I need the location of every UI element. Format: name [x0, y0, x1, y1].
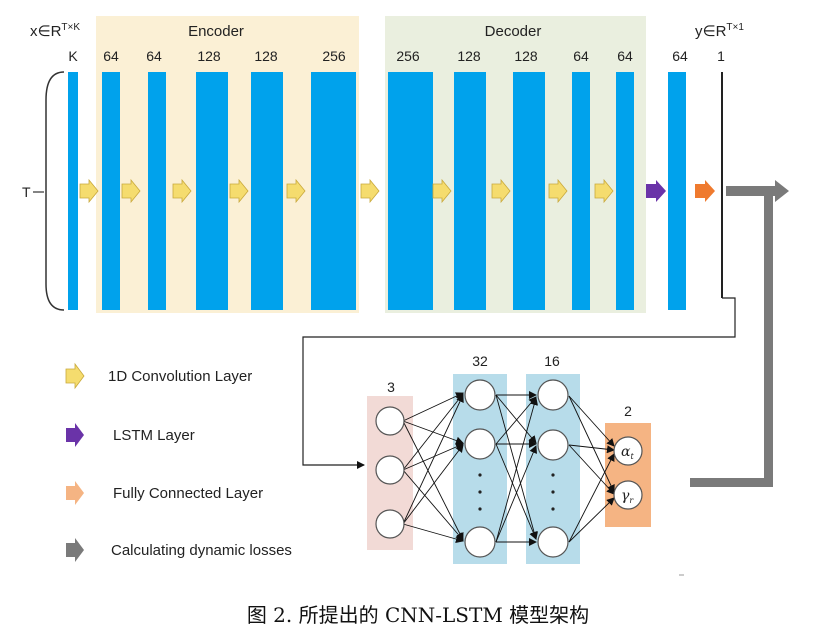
- encoder-channel-3: 128: [197, 48, 221, 64]
- conv-arrow-icon: [286, 178, 306, 204]
- encoder-channel-5: 256: [322, 48, 346, 64]
- encoder-channel-1: 64: [103, 48, 119, 64]
- mlp-hidden-1-node: [464, 428, 496, 460]
- conv-arrow-icon: [594, 178, 614, 204]
- legend-loss-label: Calculating dynamic losses: [111, 542, 292, 559]
- decoder-channel-4: 64: [573, 48, 589, 64]
- conv-arrow-icon: [360, 178, 380, 204]
- encoder-channel-4: 128: [254, 48, 278, 64]
- mlp-input-node: [375, 455, 405, 485]
- lstm-channel-label: 64: [672, 48, 688, 64]
- loss-arrow-icon: [726, 180, 789, 202]
- mlp-output-size: 2: [624, 403, 632, 419]
- output-channel-label: 1: [717, 48, 725, 64]
- conv-arrow-icon: [491, 178, 511, 204]
- legend-lstm-arrow-icon: [66, 423, 84, 447]
- encoder-map-1: [102, 72, 120, 310]
- conv-arrow-icon: [548, 178, 568, 204]
- k-label: K: [68, 48, 78, 64]
- encoder-map-5: [311, 72, 356, 310]
- decoder-map-3: [513, 72, 545, 310]
- mlp-hidden-2-node: [537, 379, 569, 411]
- conv-arrow-icon: [172, 178, 192, 204]
- conv-arrow-icon: [432, 178, 452, 204]
- conv-arrow-icon: [229, 178, 249, 204]
- decoder-map-5: [616, 72, 634, 310]
- t-label: T: [22, 184, 31, 200]
- decoder-map-2: [454, 72, 486, 310]
- decoder-channel-3: 128: [514, 48, 538, 64]
- encoder-map-4: [251, 72, 283, 310]
- loss-path-horizontal: [690, 478, 773, 487]
- output-shape-label: y∈RT×1: [695, 22, 744, 40]
- encoder-map-3: [196, 72, 228, 310]
- loss-path-vertical: [764, 196, 773, 487]
- mlp-input-node: [375, 509, 405, 539]
- decoder-channel-1: 256: [396, 48, 420, 64]
- lstm-arrow-icon: [646, 180, 666, 202]
- decoder-map-1: [388, 72, 433, 310]
- decoder-channel-5: 64: [617, 48, 633, 64]
- conv-arrow-icon: [79, 178, 99, 204]
- mlp-hidden-2-size: 16: [544, 353, 560, 369]
- legend-lstm-label: LSTM Layer: [113, 427, 195, 444]
- legend-fc-label: Fully Connected Layer: [113, 485, 263, 502]
- lstm-output-map: [668, 72, 686, 310]
- mlp-hidden-1-node: [464, 379, 496, 411]
- mlp-hidden-2-node: [537, 429, 569, 461]
- conv-arrow-icon: [121, 178, 141, 204]
- mlp-input-node: [375, 406, 405, 436]
- mlp-input-size: 3: [387, 379, 395, 395]
- mlp-hidden-2-node: [537, 526, 569, 558]
- legend-fc-arrow-icon: [66, 481, 84, 505]
- decoder-channel-2: 128: [457, 48, 481, 64]
- encoder-channel-2: 64: [146, 48, 162, 64]
- decoder-title: Decoder: [485, 23, 542, 40]
- input-feature-map: [68, 72, 78, 310]
- mlp-hidden-1-node: [464, 526, 496, 558]
- encoder-map-2: [148, 72, 166, 310]
- mlp-output-node-gamma: [613, 480, 643, 510]
- legend-conv-arrow-icon: [65, 362, 85, 390]
- mlp-ellipsis: [478, 473, 555, 511]
- legend-loss-arrow-icon: [66, 538, 84, 562]
- mlp-connections: [402, 391, 615, 546]
- t-brace: [45, 71, 65, 311]
- gamma-symbol: γr: [621, 488, 634, 505]
- figure-caption: 图 2. 所提出的 CNN-LSTM 模型架构: [247, 603, 589, 627]
- encoder-title: Encoder: [188, 23, 244, 40]
- alpha-symbol: αt: [621, 444, 634, 461]
- decoder-map-4: [572, 72, 590, 310]
- input-shape-label: x∈RT×K: [30, 22, 80, 40]
- fc-arrow-icon: [695, 180, 715, 202]
- output-to-mlp-connector: [302, 297, 736, 469]
- mlp-hidden-1-size: 32: [472, 353, 488, 369]
- legend-conv-label: 1D Convolution Layer: [108, 368, 252, 385]
- mlp-output-node-alpha: [613, 436, 643, 466]
